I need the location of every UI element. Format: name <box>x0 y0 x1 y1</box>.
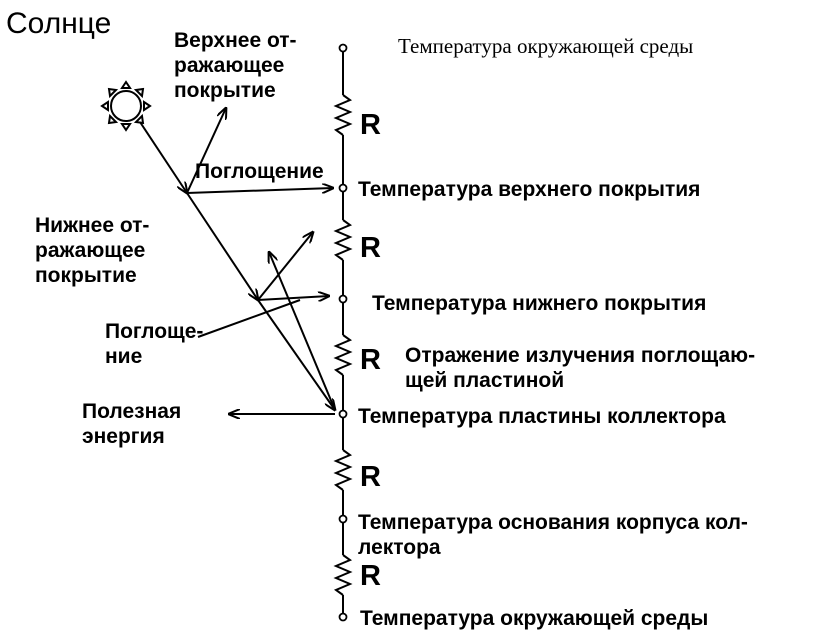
lower-reflective-cover-label: Нижнее от- ражающее покрытие <box>35 214 150 287</box>
useful-energy-label: Полезная энергия <box>82 400 182 448</box>
plate-reflection-label: Отражение излучения поглощаю- щей пласти… <box>405 344 756 392</box>
plate-temperature-label: Температура пластины коллектора <box>358 405 726 428</box>
resistor-label-5: R <box>360 560 381 592</box>
lower-reflection-arrow <box>257 232 313 301</box>
node-lower-cover <box>338 294 348 304</box>
resistor-label-2: R <box>360 232 381 264</box>
resistor-3 <box>333 334 353 376</box>
base-temperature-label: Температура основания корпуса кол- лекто… <box>358 511 748 559</box>
resistor-label-4: R <box>360 461 381 493</box>
resistor-1 <box>333 94 353 136</box>
absorption-upper-label: Поглощение <box>195 160 324 183</box>
temperature-nodes <box>338 43 348 622</box>
upper-absorption-arrow <box>186 188 333 194</box>
lower-cover-temperature-label: Температура нижнего покрытия <box>372 292 707 315</box>
resistor-label-3: R <box>360 344 381 376</box>
ambient-temperature-top-label: Температура окружающей среды <box>398 34 694 58</box>
sun-icon <box>100 80 152 132</box>
node-ambient-bottom <box>338 612 348 622</box>
node-ambient-top <box>338 43 348 53</box>
plate-reflection-arrow <box>269 252 336 411</box>
node-upper-cover <box>338 183 348 193</box>
radiation-arrows <box>139 108 336 414</box>
sun-label: Солнце <box>6 7 112 40</box>
upper-cover-temperature-label: Температура верхнего покрытия <box>358 178 701 201</box>
incident-ray-2-arrow <box>186 192 258 300</box>
upper-reflection-arrow <box>186 108 226 194</box>
absorption-lower-label: Поглоще- ние <box>105 320 204 368</box>
resistor-4 <box>333 449 353 491</box>
resistor-2 <box>333 219 353 261</box>
upper-reflective-cover-label: Верхнее от- ражающее покрытие <box>174 29 297 102</box>
incident-ray-3-arrow <box>257 299 335 410</box>
lower-absorption-arrow <box>257 296 329 300</box>
resistor-label-1: R <box>360 109 381 141</box>
node-plate <box>338 409 348 419</box>
thermal-resistance-chain <box>333 52 353 613</box>
resistor-5 <box>333 554 353 596</box>
absorption-label-leader <box>197 299 301 338</box>
node-base <box>338 514 348 524</box>
incident-ray-1-arrow <box>139 121 187 193</box>
ambient-temperature-bottom-label: Температура окружающей среды <box>360 607 709 630</box>
